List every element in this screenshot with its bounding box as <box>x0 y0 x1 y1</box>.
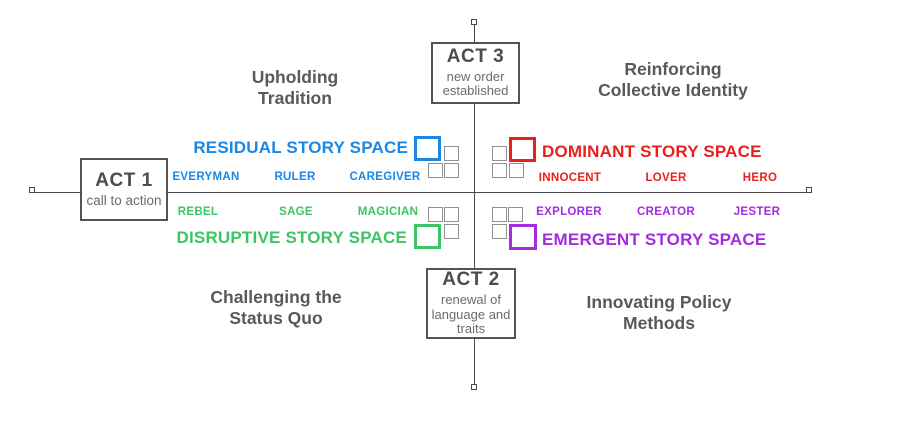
placeholder-square <box>428 163 443 178</box>
act1-title: ACT 1 <box>95 169 153 191</box>
archetype-creator: CREATOR <box>637 206 695 218</box>
archetype-hero: HERO <box>742 172 778 184</box>
archetype-lover: LOVER <box>645 172 687 184</box>
disruptive-swatch-square <box>414 224 441 249</box>
emergent-swatch-square <box>509 224 537 250</box>
act2-box: ACT 2 renewal of language and traits <box>426 268 516 339</box>
act2-title: ACT 2 <box>442 269 500 291</box>
archetype-rebel: REBEL <box>177 206 219 218</box>
archetype-jester: JESTER <box>733 206 781 218</box>
residual-story-space-label: RESIDUAL STORY SPACE <box>193 138 408 157</box>
archetype-caregiver: CAREGIVER <box>349 171 421 183</box>
placeholder-square <box>444 146 459 161</box>
placeholder-square <box>508 207 523 222</box>
act3-title: ACT 3 <box>446 46 505 67</box>
quadrant-label-upholding-tradition: Upholding Tradition <box>251 67 339 109</box>
archetype-sage: SAGE <box>279 206 313 218</box>
placeholder-square <box>444 163 459 178</box>
horizontal-axis-line <box>35 192 810 193</box>
placeholder-square <box>428 207 443 222</box>
placeholder-square <box>492 146 507 161</box>
act3-box: ACT 3 new order established <box>431 42 520 104</box>
axis-end-marker-right <box>806 187 812 193</box>
quadrant-label-reinforcing-collective-identity: Reinforcing Collective Identity <box>598 59 748 101</box>
emergent-story-space-label: EMERGENT STORY SPACE <box>542 230 767 249</box>
placeholder-square <box>492 207 507 222</box>
residual-swatch-square <box>414 136 441 161</box>
archetype-innocent: INNOCENT <box>538 172 602 184</box>
placeholder-square <box>444 207 459 222</box>
vertical-axis-line <box>474 25 475 387</box>
placeholder-square <box>444 224 459 239</box>
quadrant-label-challenging-status-quo: Challenging the Status Quo <box>210 287 342 329</box>
archetype-ruler: RULER <box>274 171 316 183</box>
placeholder-square <box>509 163 524 178</box>
disruptive-story-space-label: DISRUPTIVE STORY SPACE <box>176 228 407 247</box>
archetype-magician: MAGICIAN <box>357 206 419 218</box>
placeholder-square <box>492 224 507 239</box>
dominant-story-space-label: DOMINANT STORY SPACE <box>542 142 762 161</box>
archetype-everyman: EVERYMAN <box>172 171 240 183</box>
axis-end-marker-left <box>29 187 35 193</box>
act3-subtitle: new order established <box>442 68 509 99</box>
placeholder-square <box>492 163 507 178</box>
act1-box: ACT 1 call to action <box>80 158 168 221</box>
act1-subtitle: call to action <box>86 193 162 209</box>
quadrant-label-innovating-policy-methods: Innovating Policy Methods <box>586 292 732 334</box>
act2-subtitle: renewal of language and traits <box>431 292 511 337</box>
axis-end-marker-bottom <box>471 384 477 390</box>
archetype-explorer: EXPLORER <box>536 206 602 218</box>
axis-end-marker-top <box>471 19 477 25</box>
dominant-swatch-square <box>509 137 536 162</box>
